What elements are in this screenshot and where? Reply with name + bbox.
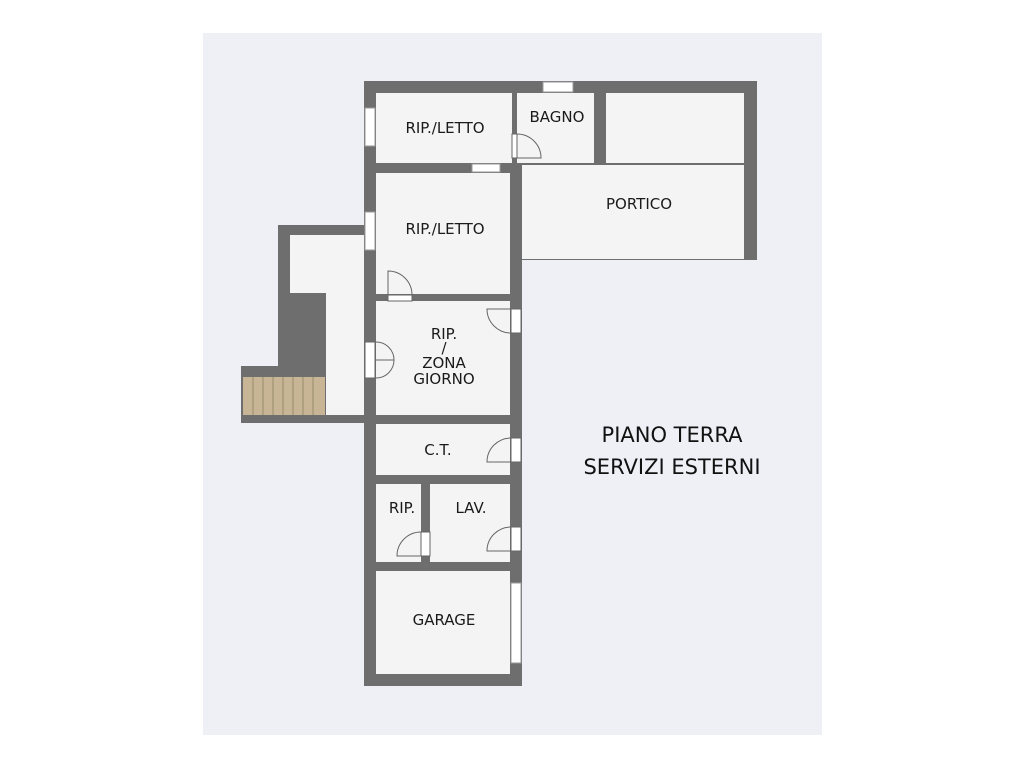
door-double-zona-giorno (364, 341, 376, 379)
door-bagno (511, 133, 518, 159)
door-swing-rip-small (396, 531, 422, 557)
label-rip-letto-mid: RIP./LETTO (405, 220, 484, 238)
floors (290, 93, 744, 674)
window-rip-letto-mid (364, 211, 376, 251)
floor-garage (376, 571, 510, 674)
door-swing-bagno (516, 133, 542, 159)
window-garage (510, 582, 522, 664)
label-bagno: BAGNO (530, 108, 585, 126)
floor-rip-letto-top (376, 93, 512, 163)
floor-zona-giorno (376, 301, 510, 415)
label-zona-giorno-1: RIP. (431, 325, 457, 343)
door-swing-double (375, 341, 395, 379)
floor-annex-corridor (326, 290, 364, 415)
door-lav (510, 526, 522, 552)
door-rip-letto-mid (387, 294, 413, 302)
door-ct (510, 437, 522, 463)
door-swing-zona-giorno (486, 308, 512, 334)
door-zona-giorno (510, 308, 522, 334)
label-portico: PORTICO (606, 195, 672, 213)
stairs (243, 377, 325, 415)
plan-title-line1: PIANO TERRA (602, 423, 744, 447)
floor-lav (430, 484, 510, 562)
windows (364, 81, 574, 664)
label-rip-small: RIP. (389, 499, 415, 517)
label-zona-giorno-2: / (441, 339, 447, 357)
wall-portico-left (510, 163, 522, 260)
floor-portico (522, 165, 744, 248)
label-zona-giorno-4: GIORNO (413, 370, 474, 388)
portico-open-edge (522, 247, 744, 259)
label-lav: LAV. (455, 499, 486, 517)
floor-annex-top (290, 235, 364, 293)
label-rip-letto-top: RIP./LETTO (405, 119, 484, 137)
door-swing-lav (486, 526, 512, 552)
window-rip-letto-top (364, 107, 376, 147)
door-rip-small (420, 531, 431, 557)
floor-ct (376, 424, 510, 475)
door-swing-ct (486, 437, 512, 463)
floor-rip-letto-mid (376, 173, 510, 294)
plan-title-line2: SERVIZI ESTERNI (583, 455, 760, 479)
window-bagno (542, 81, 574, 93)
window-between-rooms (471, 163, 501, 173)
label-garage: GARAGE (413, 611, 476, 629)
door-swing-rip-letto-mid (387, 270, 413, 296)
floor-bagno (517, 93, 594, 163)
floor-portico-upper (606, 93, 744, 163)
floor-rip-small (376, 484, 421, 562)
label-ct: C.T. (424, 441, 451, 459)
doors (364, 133, 542, 557)
label-zona-giorno-3: ZONA (422, 354, 466, 372)
